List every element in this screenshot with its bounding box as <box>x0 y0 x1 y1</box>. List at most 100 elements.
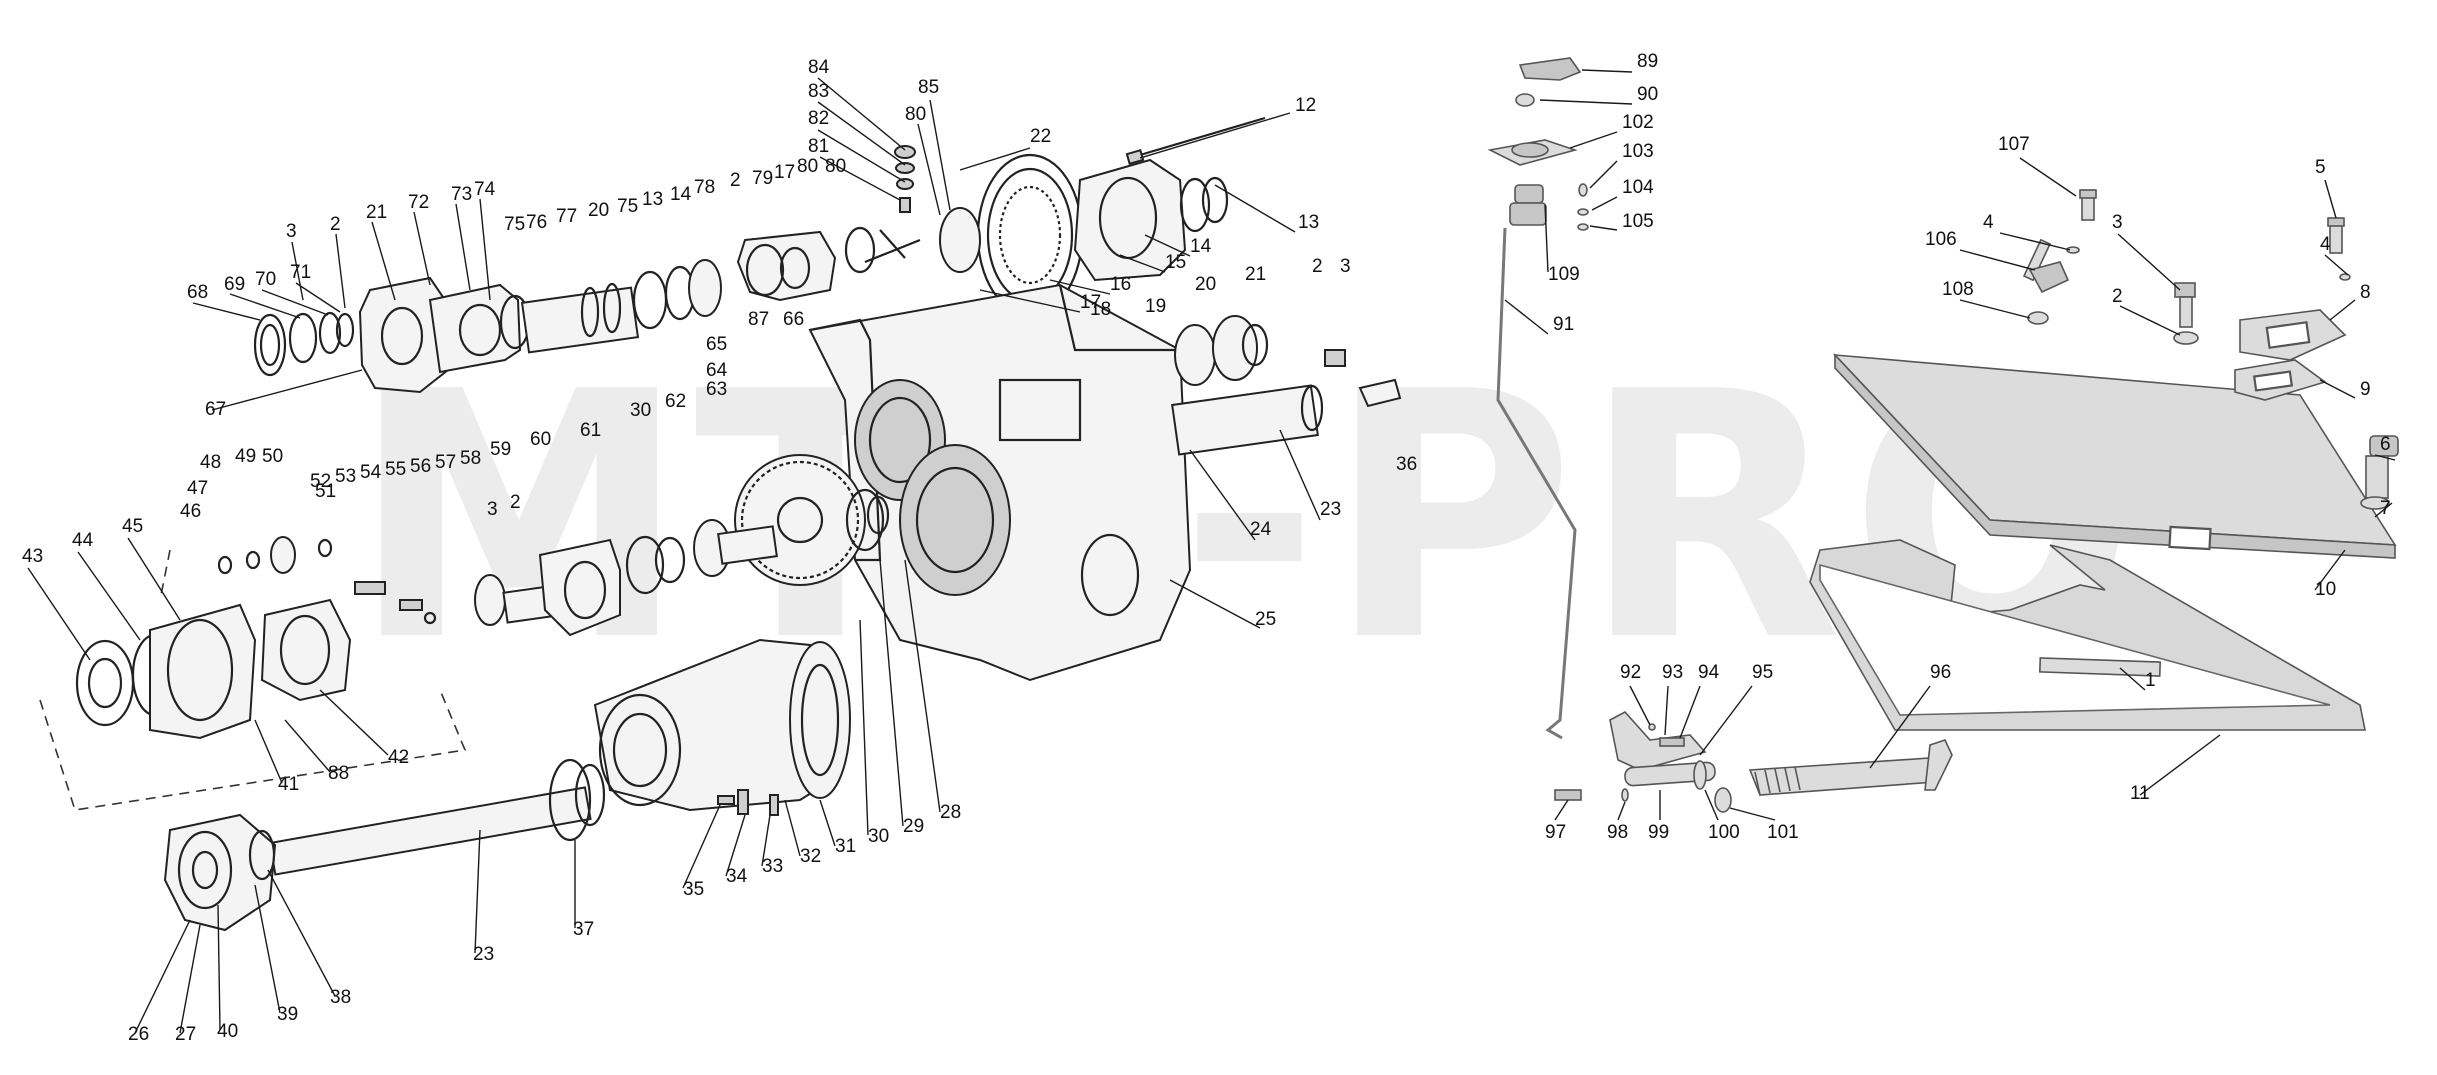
callout-number: 78 <box>694 177 715 198</box>
callout-number: 72 <box>408 192 429 213</box>
callout-number: 80 <box>825 156 846 177</box>
callout-number: 3 <box>286 221 297 242</box>
callout-number: 28 <box>940 802 961 823</box>
callout-number: 105 <box>1622 211 1654 232</box>
callout-number: 108 <box>1942 279 1974 300</box>
callout-number: 20 <box>1195 274 1216 295</box>
callout-number: 88 <box>328 763 349 784</box>
callout-number: 8 <box>2360 282 2371 303</box>
callout-number: 67 <box>205 399 226 420</box>
callout-number: 104 <box>1622 177 1654 198</box>
callout-number: 13 <box>642 189 663 210</box>
callout-number: 2 <box>1312 256 1323 277</box>
callout-number: 2 <box>510 492 521 513</box>
callout-number: 23 <box>473 944 494 965</box>
callout-number: 83 <box>808 81 829 102</box>
callout-number: 62 <box>665 391 686 412</box>
callout-number: 81 <box>808 136 829 157</box>
callout-number: 3 <box>2112 212 2123 233</box>
gearbox-housing <box>734 283 1402 682</box>
callout-number: 10 <box>2315 579 2336 600</box>
callout-number: 57 <box>435 452 456 473</box>
callout-number: 84 <box>808 57 830 78</box>
callout-number: 74 <box>474 179 496 200</box>
callout-number: 66 <box>783 309 804 330</box>
callout-number: 90 <box>1637 84 1658 105</box>
callout-number: 58 <box>460 448 481 469</box>
callout-number: 42 <box>388 747 409 768</box>
callout-number: 16 <box>1110 274 1131 295</box>
callout-number: 1 <box>2145 670 2156 691</box>
callout-number: 77 <box>556 206 577 227</box>
callout-number: 100 <box>1708 822 1740 843</box>
callout-number: 34 <box>726 866 748 887</box>
callout-number: 24 <box>1250 519 1272 540</box>
callout-number: 55 <box>385 459 406 480</box>
callout-number: 85 <box>918 77 939 98</box>
callout-number: 36 <box>1396 454 1417 475</box>
callout-number: 92 <box>1620 662 1641 683</box>
callout-number: 59 <box>490 439 511 460</box>
callout-number: 43 <box>22 546 43 567</box>
callout-number: 97 <box>1545 822 1566 843</box>
callout-number: 99 <box>1648 822 1669 843</box>
callout-number: 73 <box>451 184 472 205</box>
callout-number: 65 <box>706 334 727 355</box>
callout-number: 101 <box>1767 822 1799 843</box>
callout-number: 30 <box>630 400 651 421</box>
callout-number: 37 <box>573 919 594 940</box>
callout-number: 46 <box>180 501 201 522</box>
callout-number: 70 <box>255 269 276 290</box>
callout-number: 2 <box>2112 286 2123 307</box>
callout-number: 52 <box>310 471 331 492</box>
callout-number: 18 <box>1090 299 1111 320</box>
callout-number: 107 <box>1998 134 2030 155</box>
callout-number: 69 <box>224 274 245 295</box>
callout-number: 45 <box>122 516 143 537</box>
callout-number: 75 <box>504 214 525 235</box>
callout-number: 39 <box>277 1004 298 1025</box>
callout-number: 31 <box>835 836 856 857</box>
callout-number: 2 <box>330 214 341 235</box>
callout-number: 22 <box>1030 126 1051 147</box>
callout-number: 14 <box>1190 236 1212 257</box>
planetary-assembly <box>39 519 778 811</box>
callout-number: 60 <box>530 429 551 450</box>
callout-number: 41 <box>278 774 299 795</box>
callout-number: 80 <box>905 104 926 125</box>
callout-number: 14 <box>670 184 692 205</box>
callout-number: 35 <box>683 879 704 900</box>
callout-number: 63 <box>706 379 727 400</box>
callout-number: 11 <box>2130 783 2150 804</box>
callout-number: 4 <box>1983 212 1994 233</box>
callout-number: 17 <box>774 162 795 183</box>
callout-number: 53 <box>335 466 356 487</box>
callout-number: 3 <box>1340 256 1351 277</box>
callout-number: 44 <box>72 530 94 551</box>
callout-number: 91 <box>1553 314 1574 335</box>
callout-number: 29 <box>903 816 924 837</box>
callout-number: 23 <box>1320 499 1341 520</box>
upper-final-drive-assembly <box>253 116 1266 394</box>
callout-number: 87 <box>748 309 769 330</box>
callout-number: 106 <box>1925 229 1957 250</box>
callout-number: 61 <box>580 420 601 441</box>
leader-lines <box>27 69 2396 1034</box>
callout-number: 5 <box>2315 157 2326 178</box>
callout-number: 71 <box>290 262 311 283</box>
callout-number: 109 <box>1548 264 1580 285</box>
callout-number: 40 <box>217 1021 238 1042</box>
callout-number: 51 <box>315 481 336 502</box>
callout-number: 38 <box>330 987 351 1008</box>
callout-number: 33 <box>762 856 783 877</box>
callout-number: 75 <box>617 196 638 217</box>
callout-number: 56 <box>410 456 431 477</box>
callout-number: 64 <box>706 360 728 381</box>
callout-number: 17 <box>1080 292 1101 313</box>
lower-drive-shaft <box>163 638 851 932</box>
callout-number: 68 <box>187 282 208 303</box>
callout-number: 76 <box>526 212 547 233</box>
